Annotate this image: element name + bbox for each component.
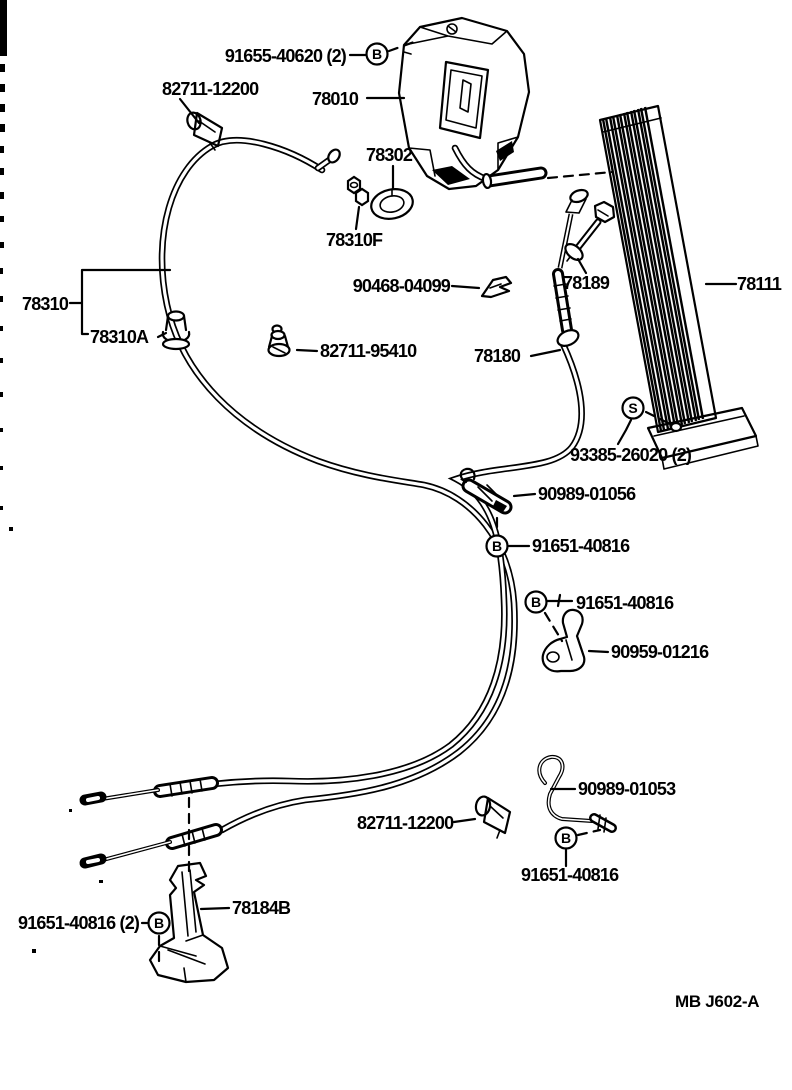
alignment-dash-rod-pedal bbox=[546, 170, 614, 180]
bracket-90959-drawing bbox=[541, 608, 586, 673]
callout-b-top: B bbox=[365, 42, 389, 66]
part-label-91651-40816-4: 91651-40816 (2) bbox=[18, 913, 140, 933]
accelerator-pedal-78111-drawing bbox=[598, 104, 759, 470]
bolt-78189-drawing bbox=[564, 200, 616, 262]
callout-letter: B bbox=[372, 46, 382, 62]
clip-82711-top-drawing bbox=[186, 111, 224, 151]
part-label-90989-01056: 90989-01056 bbox=[538, 484, 636, 504]
alignment-dash-b4-link bbox=[576, 828, 602, 837]
part-label-78189: 78189 bbox=[563, 273, 610, 293]
callout-b-3: B bbox=[554, 826, 578, 850]
part-label-82711-12200-top: 82711-12200 bbox=[162, 79, 259, 99]
part-label-78180: 78180 bbox=[474, 346, 521, 366]
part-label-78310f: 78310F bbox=[326, 230, 383, 250]
part-label-90468-04099: 90468-04099 bbox=[353, 276, 451, 296]
callout-letter: B bbox=[561, 830, 571, 846]
part-label-82711-95410: 82711-95410 bbox=[320, 341, 417, 361]
part-label-78010: 78010 bbox=[312, 89, 359, 109]
callout-letter: B bbox=[531, 594, 541, 610]
part-label-82711-12200-bottom: 82711-12200 bbox=[357, 813, 454, 833]
cable-end-lower bbox=[79, 823, 223, 869]
part-label-93385-26020: 93385-26020 (2) bbox=[570, 445, 692, 465]
alignment-dash-b2-bracket bbox=[543, 611, 564, 643]
drawing-code: MB J602-A bbox=[675, 992, 759, 1011]
callout-s: S bbox=[621, 396, 645, 420]
part-label-90989-01053: 90989-01053 bbox=[578, 779, 676, 799]
cable-end-upper bbox=[79, 776, 219, 806]
cable-78180-adjuster-drawing bbox=[552, 188, 589, 347]
part-label-78310a: 78310A bbox=[90, 327, 149, 347]
part-label-78302: 78302 bbox=[366, 145, 413, 165]
callout-letter: S bbox=[628, 400, 637, 416]
bracket-78184b-drawing bbox=[148, 861, 230, 984]
part-label-78111: 78111 bbox=[737, 274, 782, 294]
clamp-90468-drawing bbox=[480, 275, 513, 299]
cable-78180-drawing bbox=[210, 340, 585, 788]
alignment-dash-s-pedal bbox=[644, 410, 672, 426]
link-90989-01053-drawing bbox=[537, 754, 617, 833]
scan-edge-artifact bbox=[0, 0, 7, 510]
callout-letter: B bbox=[492, 538, 502, 554]
clip-82711-bottom-drawing bbox=[474, 795, 512, 839]
leader-lines bbox=[140, 53, 738, 925]
alignment-dash-bolt-bracket bbox=[387, 40, 416, 53]
pedal-bracket-78010-drawing bbox=[397, 16, 548, 191]
clip-90989-01056-drawing bbox=[459, 467, 513, 515]
scan-specks bbox=[9, 527, 103, 953]
callout-b-4: B bbox=[147, 911, 171, 935]
group-bracket-78310 bbox=[68, 268, 172, 336]
callout-b-1: B bbox=[485, 534, 509, 558]
callout-b-2: B bbox=[524, 590, 548, 614]
part-label-91651-40816-2: 91651-40816 bbox=[576, 593, 674, 613]
part-label-78184b: 78184B bbox=[232, 898, 291, 918]
part-label-91655-40620: 91655-40620 (2) bbox=[225, 46, 347, 66]
part-label-78310: 78310 bbox=[22, 294, 69, 314]
cable-assembly-78310-drawing bbox=[158, 137, 518, 834]
part-label-91651-40816-3: 91651-40816 bbox=[521, 865, 619, 885]
part-label-90959-01216: 90959-01216 bbox=[611, 642, 709, 662]
part-label-91651-40816-1: 91651-40816 bbox=[532, 536, 630, 556]
grommet-78302-drawing bbox=[370, 188, 414, 220]
callout-letter: B bbox=[154, 915, 164, 931]
nut-78310f-drawing bbox=[346, 175, 370, 207]
grommet-82711-95410-drawing bbox=[267, 324, 291, 358]
